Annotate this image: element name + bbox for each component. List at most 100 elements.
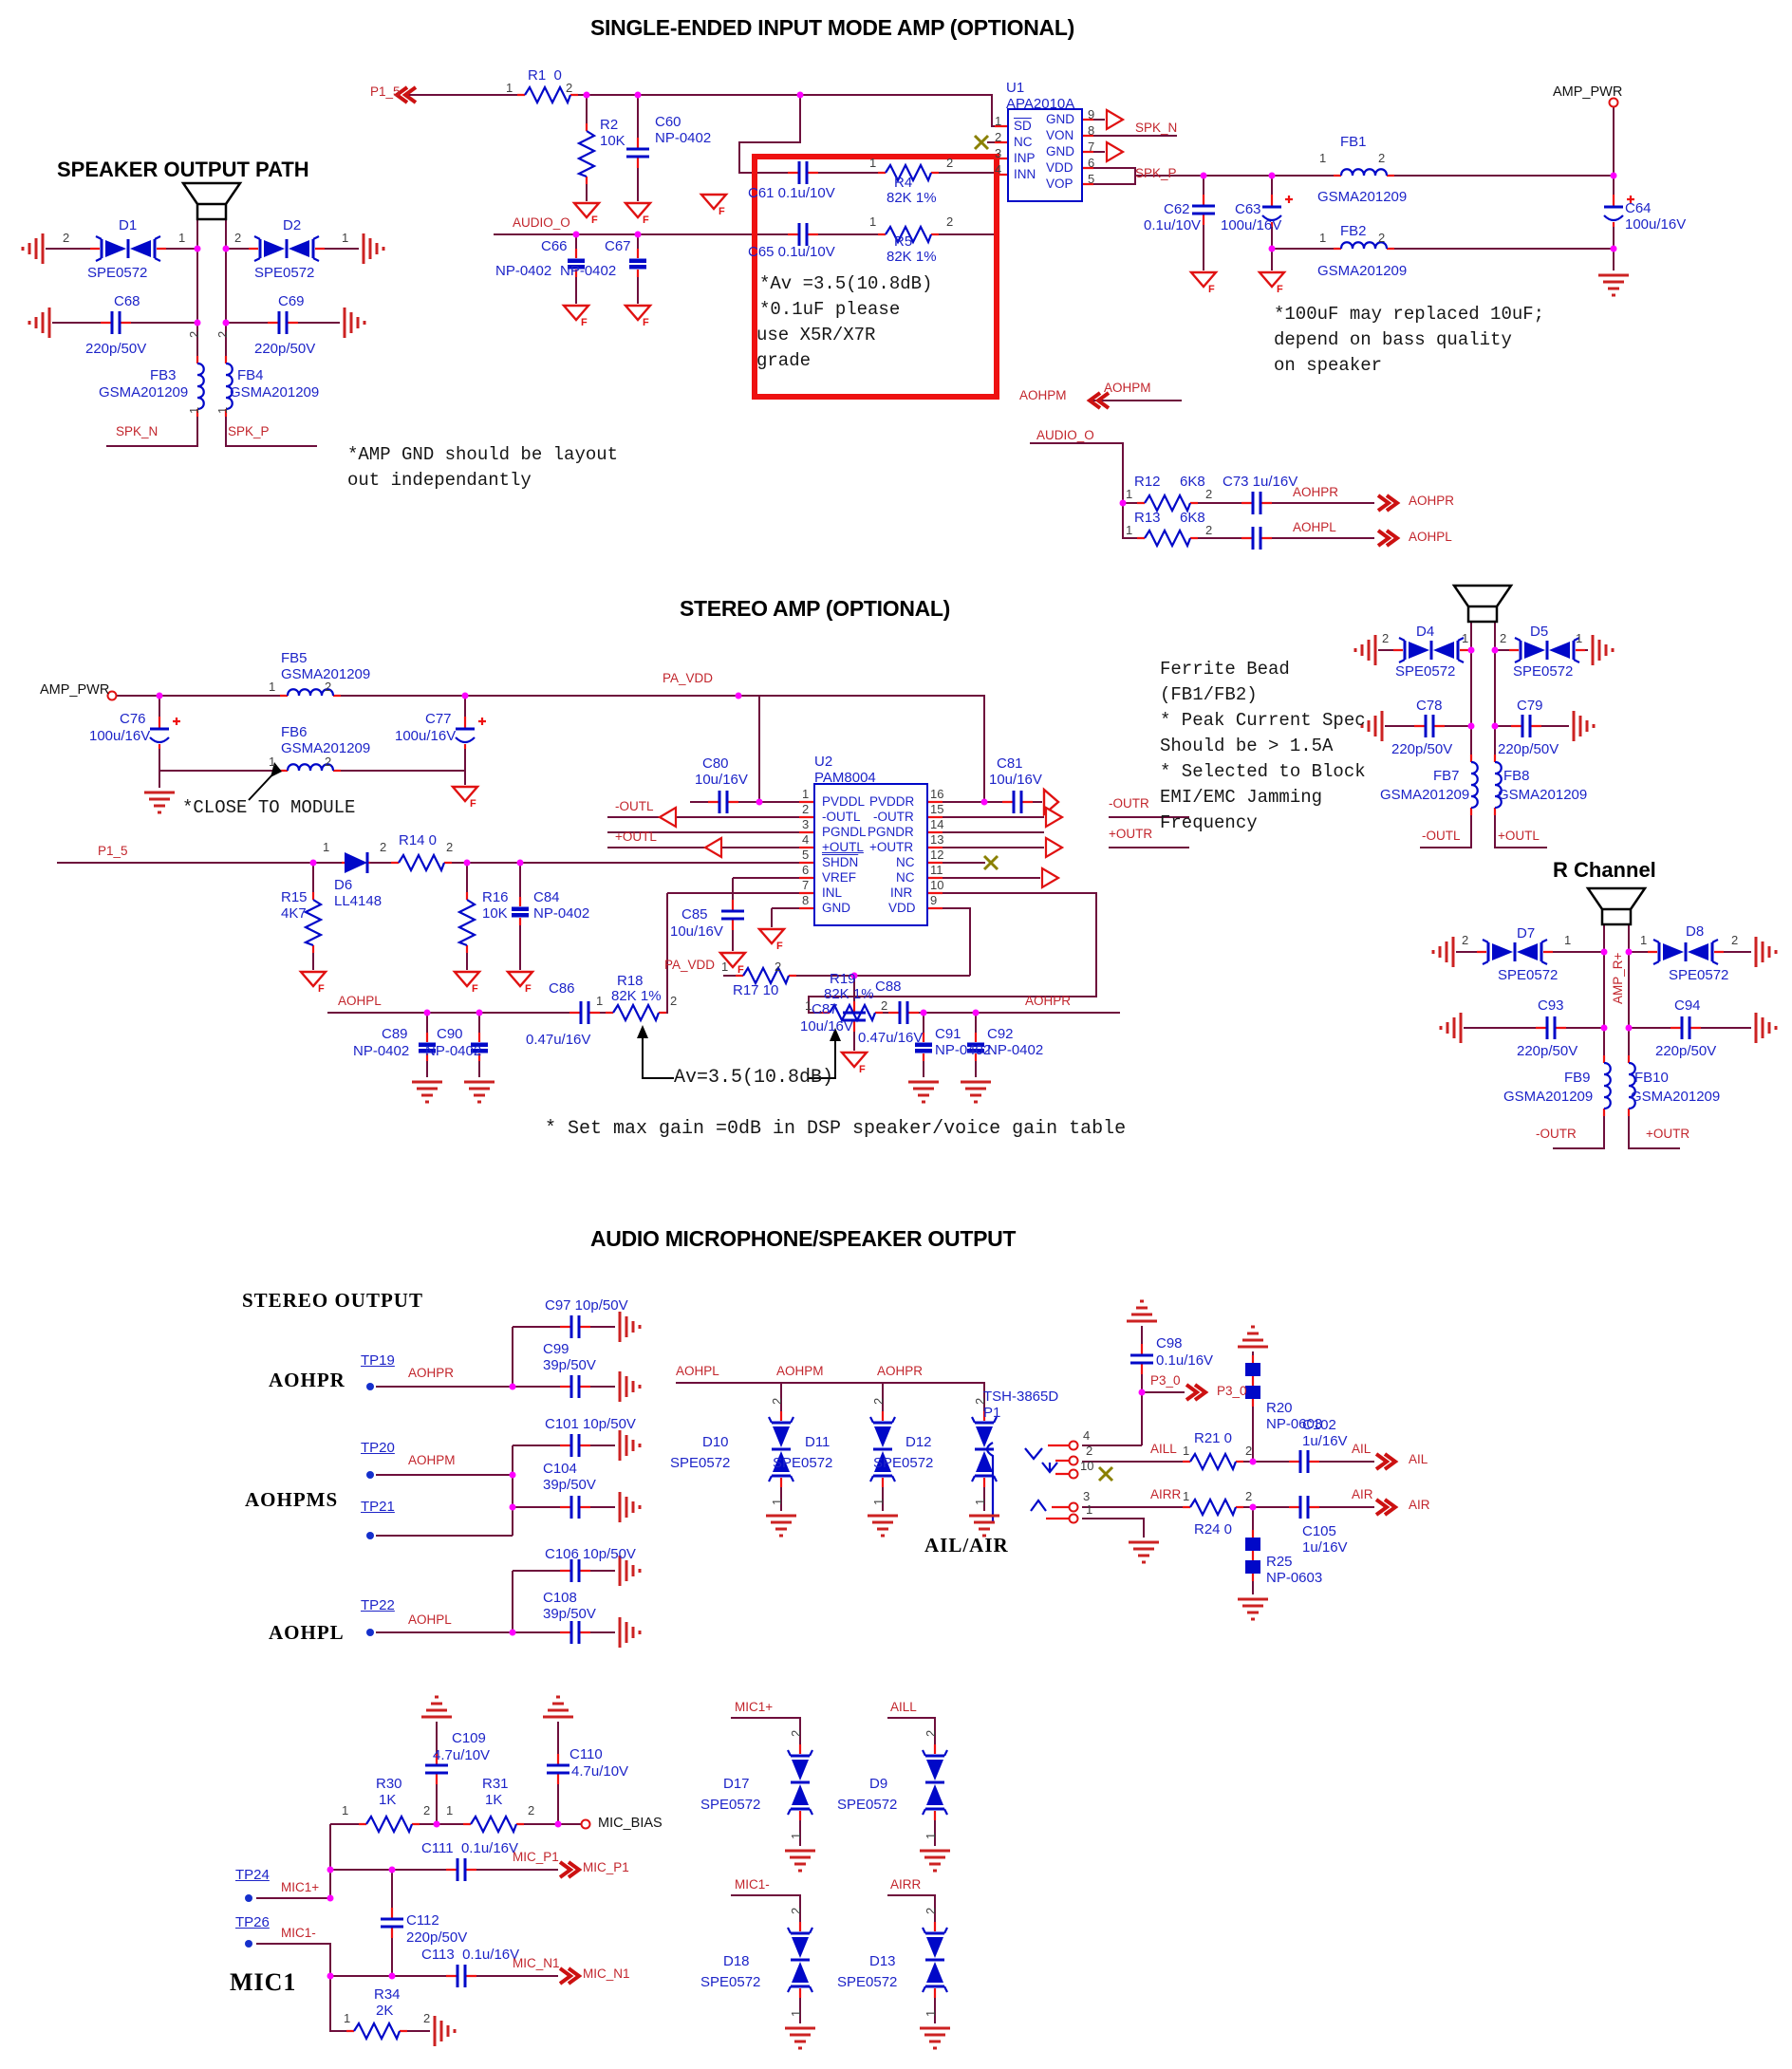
schematic-text: AIRR [1150, 1487, 1182, 1501]
schematic-text: D9 [869, 1776, 888, 1792]
schematic-text: -OUTL [615, 799, 654, 813]
schematic-text: AMP_R+ [1611, 952, 1625, 1004]
schematic-text: 220p/50V [254, 341, 316, 357]
schematic-text: INP [1014, 151, 1036, 165]
schematic-text: 1 [1576, 631, 1583, 645]
schematic-text: Ferrite Bead [1160, 659, 1290, 680]
schematic-text: 1 [995, 114, 1002, 128]
schematic-text: GSMA201209 [281, 666, 371, 682]
schematic-text: 82K 1% [887, 249, 937, 265]
schematic-text: SPE0572 [837, 1797, 898, 1813]
schematic-text: +OUTR [1109, 827, 1153, 841]
schematic-text: 11 [930, 863, 943, 877]
schematic-text: FB6 [281, 724, 308, 740]
schematic-text: NP-0402 [935, 1042, 992, 1058]
schematic-text: SPE0572 [773, 1455, 833, 1471]
schematic-text: *0.1uF please [759, 299, 901, 320]
schematic-text: TP24 [235, 1867, 270, 1883]
schematic-text: AMP_PWR [40, 682, 110, 698]
schematic-text: Should be > 1.5A [1160, 736, 1334, 756]
schematic-text: 2 [1500, 631, 1507, 645]
schematic-text: 1 [178, 231, 186, 245]
schematic-text: *AMP GND should be layout [347, 444, 619, 465]
schematic-text: C110 [569, 1746, 603, 1762]
schematic-text: 2 [325, 680, 332, 694]
schematic-text: 1 [1564, 933, 1572, 947]
schematic-text: SPE0572 [700, 1797, 761, 1813]
schematic-text: C108 [543, 1590, 577, 1606]
schematic-text: SHDN [822, 855, 859, 869]
schematic-text: C90 [437, 1026, 463, 1042]
schematic-text: R16 [482, 889, 509, 905]
schematic-text: D13 [869, 1953, 896, 1969]
schematic-text: 10u/16V [800, 1018, 853, 1034]
schematic-text: * Peak Current Spec [1160, 710, 1366, 731]
schematic-text: 2 [1245, 1444, 1253, 1458]
schematic-text: 1 [789, 2009, 803, 2017]
schematic-text: 7 [1088, 140, 1095, 154]
schematic-text: R25 [1266, 1554, 1293, 1570]
schematic-text: SPE0572 [873, 1455, 934, 1471]
schematic-text: 2 [946, 156, 954, 170]
schematic-text: GND [1046, 144, 1074, 158]
schematic-text: D7 [1517, 925, 1536, 941]
schematic-text: AUDIO_O [513, 215, 570, 230]
schematic-text: *CLOSE TO MODULE [182, 797, 356, 818]
schematic-text: SPE0572 [254, 265, 315, 281]
schematic-text: Av=3.5(10.8dB) [674, 1067, 834, 1089]
schematic-text: NP-0402 [987, 1042, 1044, 1058]
schematic-text: 8 [802, 893, 810, 907]
schematic-text: D6 [334, 877, 353, 893]
schematic-text: P1_5 [370, 84, 401, 99]
schematic-text: 16 [930, 787, 944, 801]
schematic-text: AOHPL [269, 1621, 345, 1644]
schematic-text: 0.47u/16V [858, 1030, 924, 1046]
schematic-text: 2 [871, 1397, 886, 1405]
schematic-text: -OUTR [873, 810, 914, 824]
schematic-text: 2 [946, 214, 954, 229]
schematic-text: GSMA201209 [230, 384, 320, 401]
schematic-text: C112 [406, 1912, 439, 1929]
schematic-text: LL4148 [334, 893, 383, 909]
schematic-text: 6 [802, 863, 810, 877]
schematic-text: 3 [995, 146, 1002, 160]
schematic-text: 1 [869, 214, 877, 229]
schematic-text: 39p/50V [543, 1357, 596, 1373]
schematic-text: 2K [376, 2003, 394, 2019]
schematic-text: SPE0572 [1669, 967, 1729, 983]
schematic-text: PVDDL [822, 794, 866, 809]
schematic-text: NP-0402 [425, 1043, 482, 1059]
schematic-text: GSMA201209 [1317, 263, 1408, 279]
schematic-text: NC [1014, 135, 1033, 149]
schematic-text: STEREO OUTPUT [242, 1289, 423, 1312]
schematic-text: 2 [1205, 523, 1213, 537]
schematic-text: C109 [452, 1730, 486, 1746]
schematic-text: 2 [1086, 1444, 1093, 1458]
schematic-text: 12 [930, 848, 944, 862]
section1-title: SINGLE-ENDED INPUT MODE AMP (OPTIONAL) [590, 15, 1074, 40]
schematic-text: C65 0.1u/10V [748, 244, 835, 260]
schematic-text: GND [1046, 112, 1074, 126]
schematic-text: 8 [1088, 123, 1095, 138]
schematic-text: NP-0603 [1266, 1416, 1323, 1432]
schematic-text: AOHPL [676, 1364, 719, 1378]
schematic-text: R1 0 [528, 67, 562, 84]
schematic-text: D4 [1416, 624, 1435, 640]
schematic-text: AOHPM [776, 1364, 824, 1378]
schematic-text: MIC1- [281, 1926, 316, 1940]
schematic-text: 3 [1083, 1489, 1091, 1503]
component-layer [88, 85, 1726, 2041]
schematic-text: 220p/50V [85, 341, 147, 357]
schematic-text: 220p/50V [1655, 1043, 1717, 1059]
schematic-text: 4 [802, 832, 810, 847]
schematic-text: TP20 [361, 1440, 395, 1456]
schematic-text: 82K 1% [824, 986, 874, 1002]
schematic-text: 100u/16V [1625, 216, 1687, 233]
schematic-text: GND [822, 901, 850, 915]
schematic-text: P1 [983, 1405, 1001, 1421]
schematic-text: C99 [543, 1341, 569, 1357]
schematic-text: 1 [973, 1498, 987, 1505]
schematic-text: 39p/50V [543, 1606, 596, 1622]
schematic-text: 1 [269, 755, 276, 769]
schematic-text: AOHPL [338, 994, 382, 1008]
